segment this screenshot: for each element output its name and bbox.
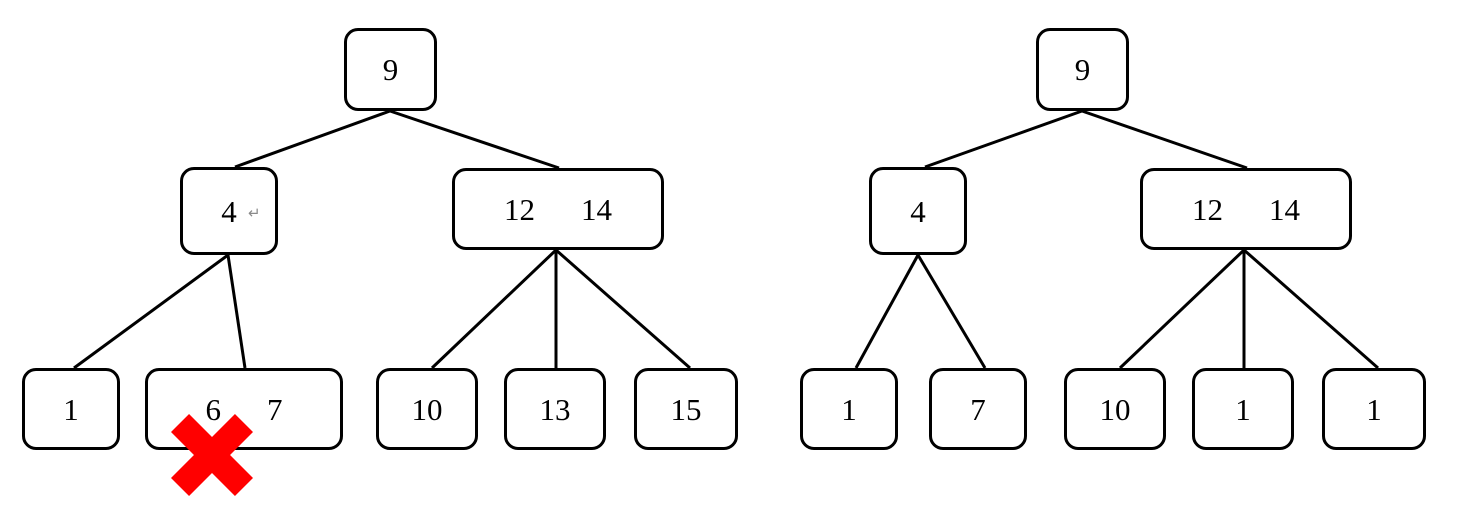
node-key-value: 12	[1192, 191, 1223, 227]
before-leaf-10[interactable]: 10	[376, 368, 478, 450]
tree-edge-edge-root-to-4	[924, 109, 1083, 169]
node-key-value: 1	[1235, 391, 1251, 427]
deletion-x-icon	[171, 414, 253, 496]
after-node-root-9[interactable]: 9	[1036, 28, 1129, 111]
node-key-value: 1	[63, 391, 79, 427]
node-keys: 10	[1100, 394, 1131, 425]
after-leaf-10[interactable]: 10	[1064, 368, 1166, 450]
node-key-value: 13	[539, 391, 571, 427]
node-key-value: 14	[581, 191, 612, 227]
after-leaf-1-right[interactable]: 1	[1322, 368, 1426, 450]
before-leaf-13[interactable]: 13	[504, 368, 606, 450]
node-key-value: 14	[1269, 191, 1300, 227]
before-leaf-15[interactable]: 15	[634, 368, 738, 450]
after-node-12-14[interactable]: 12 14	[1140, 168, 1352, 250]
after-leaf-1[interactable]: 1	[800, 368, 898, 450]
tree-edge-edge-root-to-12-14	[1081, 109, 1248, 170]
node-key-value: 12	[504, 191, 535, 227]
tree-edge-edge-4-to-1	[854, 254, 920, 369]
before-leaf-1[interactable]: 1	[22, 368, 120, 450]
tree-edge-edge-4-to-7	[916, 254, 987, 369]
node-keys: 12 14	[504, 194, 612, 225]
return-symbol-icon: ↵	[248, 204, 261, 222]
node-key-value: 10	[1099, 391, 1131, 427]
node-keys: 1	[63, 394, 79, 425]
before-node-4[interactable]: 4	[180, 167, 278, 255]
node-key-value: 7	[267, 391, 283, 427]
node-key-value: 6	[205, 391, 222, 427]
node-key-value: 4	[221, 193, 237, 229]
tree-edge-edge-4-to-1	[73, 253, 229, 370]
node-key-value: 1	[841, 391, 857, 427]
node-keys: 4	[221, 196, 237, 227]
node-key-value: 7	[970, 391, 986, 427]
node-keys: 7	[970, 394, 986, 425]
node-keys: 9	[383, 54, 399, 85]
after-node-4[interactable]: 4	[869, 167, 967, 255]
node-keys: 10	[412, 394, 443, 425]
node-keys: 1	[1366, 394, 1382, 425]
tree-edge-edge-4-to-6-7	[226, 254, 247, 369]
before-node-12-14[interactable]: 12 14	[452, 168, 664, 250]
tree-edge-edge-12-14-to-10	[1118, 248, 1246, 370]
node-keys: 1	[841, 394, 857, 425]
tree-edge-edge-12-14-to-15	[555, 248, 691, 370]
tree-edge-edge-root-to-12-14	[389, 109, 560, 170]
node-keys: 1	[1235, 394, 1251, 425]
node-keys: 13	[540, 394, 571, 425]
tree-edge-edge-12-14-to-10	[430, 248, 558, 370]
tree-edge-edge-root-to-4	[234, 109, 391, 169]
node-key-value: 9	[382, 52, 399, 87]
tree-edge-edge-12-14-to-1rgt	[1243, 248, 1379, 370]
node-keys: 15	[671, 394, 702, 425]
x-shape	[171, 414, 253, 496]
node-key-value: 1	[1366, 391, 1382, 427]
node-key-value: 4	[910, 193, 926, 229]
node-keys: 12 14	[1192, 194, 1300, 225]
after-leaf-1-mid[interactable]: 1	[1192, 368, 1294, 450]
node-keys: 4	[910, 196, 926, 227]
node-key-value: 15	[670, 391, 702, 427]
before-node-root-9[interactable]: 9	[344, 28, 437, 111]
node-keys: 9	[1075, 54, 1091, 85]
after-leaf-7[interactable]: 7	[929, 368, 1027, 450]
node-key-value: 9	[1074, 52, 1091, 87]
node-key-value: 10	[411, 391, 443, 427]
